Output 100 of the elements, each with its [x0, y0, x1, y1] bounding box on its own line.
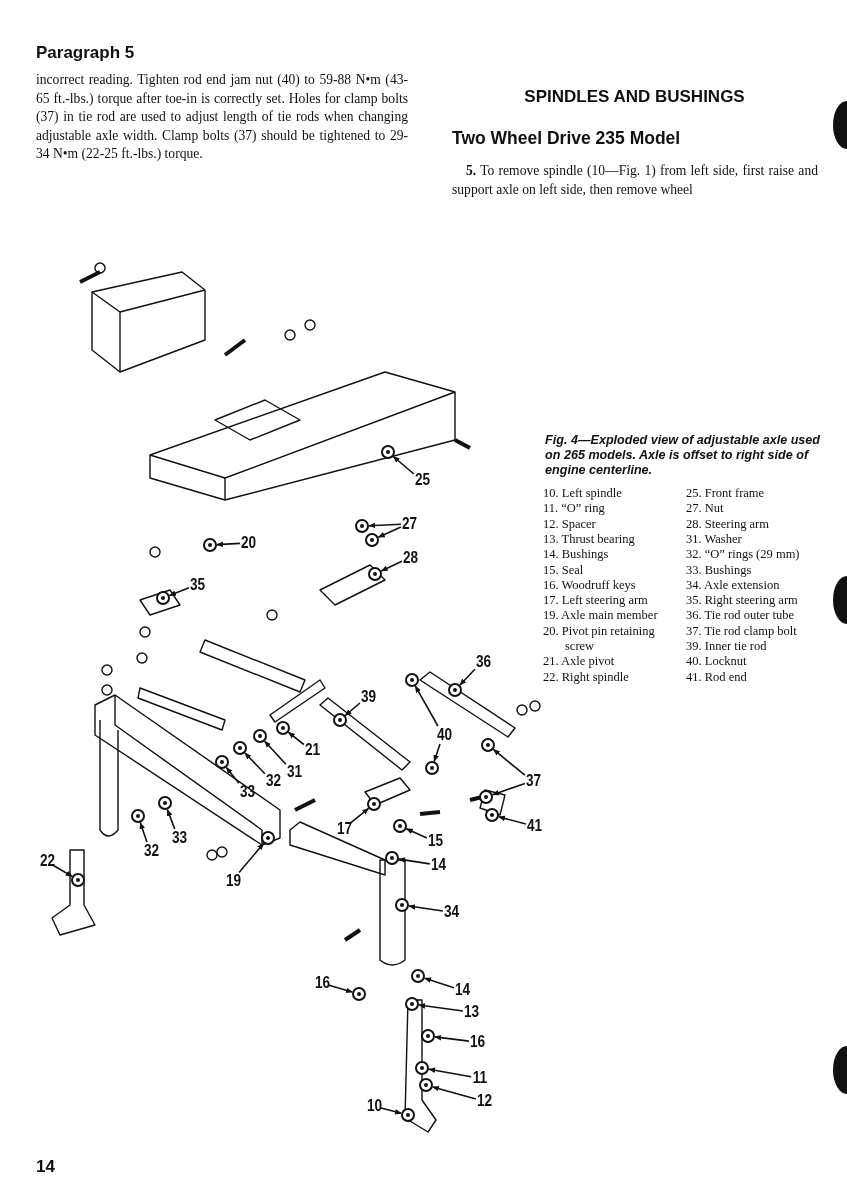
machine-part — [415, 1061, 429, 1075]
callout-number: 32 — [144, 842, 160, 860]
parts-list-item: 17. Left steering arm — [543, 593, 649, 609]
machine-part — [381, 445, 395, 459]
leader-line — [168, 587, 190, 597]
callout-number: 36 — [476, 653, 492, 671]
callout-number: 20 — [241, 534, 257, 552]
parts-list-item: 39. Inner tie rod — [686, 639, 768, 655]
callout-number: 39 — [361, 688, 377, 706]
machine-part — [203, 538, 217, 552]
parts-list-item: 22. Right spindle — [543, 669, 630, 685]
callout-number: 13 — [464, 1003, 480, 1021]
leader-line — [349, 807, 370, 825]
parts-list-item: 31. Washer — [686, 531, 743, 548]
parts-list-item: 11. “O” ring — [543, 501, 606, 517]
leader-line — [238, 842, 265, 874]
machine-part — [156, 591, 170, 605]
leader-line — [287, 731, 305, 746]
parts-list-item: 37. Tie rod clamp bolt — [686, 623, 798, 639]
leader-line — [216, 541, 241, 548]
callout-number: 28 — [403, 549, 419, 567]
callout-number: 16 — [315, 974, 331, 992]
parts-list-item: 14. Bushings — [543, 547, 610, 563]
parts-list-item: 28. Steering arm — [686, 516, 770, 532]
parts-list-item: 35. Right steering arm — [686, 593, 799, 609]
running-head: Paragraph 5 — [36, 43, 136, 64]
machine-part — [481, 738, 495, 752]
leader-line — [418, 1003, 464, 1012]
leader-line — [166, 808, 176, 830]
parts-list-item: 10. Left spindle — [543, 486, 623, 502]
parts-list-item: 33. Bushings — [686, 562, 753, 578]
machine-part — [405, 673, 419, 687]
callout-number: 33 — [240, 783, 256, 801]
callout-number: 31 — [287, 763, 303, 781]
parts-list-item: 25. Front frame — [686, 486, 766, 502]
leader-line — [428, 1067, 472, 1078]
parts-list-item: 13. Thrust bearing — [543, 531, 636, 548]
callout-number: 10 — [367, 1097, 383, 1115]
machine-part — [352, 987, 366, 1001]
machine-part — [419, 1078, 433, 1092]
callout-number: 11 — [472, 1069, 487, 1087]
leader-line — [414, 685, 439, 727]
callout-number: 34 — [444, 903, 460, 921]
parts-list-item: 32. “O” rings (29 mm) — [686, 547, 801, 563]
leader-line — [139, 821, 148, 843]
body-paragraph: 5. To remove spindle (10—Fig. 1) from left side, first raise and support axle on left side, then remove wheel — [452, 162, 818, 199]
machine-part — [233, 741, 247, 755]
page-number: 14 — [36, 1157, 56, 1178]
callout-number: 27 — [402, 515, 418, 533]
callout-number: 17 — [337, 820, 353, 838]
machine-part — [131, 809, 145, 823]
parts-list-item: 34. Axle extension — [686, 577, 781, 594]
machine-part — [276, 721, 290, 735]
leader-line — [244, 752, 266, 775]
callout-number: 12 — [477, 1092, 493, 1110]
callout-number: 41 — [527, 817, 543, 835]
leader-line — [392, 455, 415, 475]
machine-part — [158, 796, 172, 810]
callout-number: 40 — [437, 726, 453, 744]
callout-number: 19 — [226, 872, 242, 890]
machine-part — [485, 808, 499, 822]
parts-list-item: 41. Rod end — [686, 669, 748, 685]
machine-part — [365, 533, 379, 547]
machine-part — [71, 873, 85, 887]
machine-part — [368, 567, 382, 581]
machine-part — [333, 713, 347, 727]
callout-number: 14 — [455, 981, 471, 999]
leader-line — [423, 977, 455, 989]
machine-part — [405, 997, 419, 1011]
leader-line — [327, 984, 354, 993]
callout-number: 32 — [266, 772, 282, 790]
subsection-heading: Two Wheel Drive 235 Model — [452, 128, 682, 149]
leader-line — [433, 743, 441, 763]
leader-line — [408, 904, 444, 912]
callout-number: 15 — [428, 832, 444, 850]
section-heading: SPINDLES AND BUSHINGS — [523, 87, 746, 108]
parts-list-item: 16. Woodruff keys — [543, 577, 637, 594]
leader-line — [379, 1107, 402, 1115]
parts-list-item: 12. Spacer — [543, 516, 597, 532]
callout-number: 37 — [526, 772, 542, 790]
parts-list-item: 21. Axle pivot — [543, 654, 616, 670]
callout-number: 33 — [172, 829, 188, 847]
machine-part — [395, 898, 409, 912]
leader-line — [498, 815, 527, 825]
machine-part — [411, 969, 425, 983]
body-paragraph: incorrect reading. Tighten rod end jam nut (40) to 59-88 N•m (43-65 ft.-lbs.) torque after toe-in is correctly set. Holes for clamp bolts (37) in tie rod are used to adjust length of tie rods when changing adjustable axle width. Clamp bolts (37) should be tightened to 29-34 N•m (22-25 ft.-lbs.) torque. — [36, 71, 408, 164]
leader-line — [52, 864, 73, 878]
parts-list-item: 36. Tie rod outer tube — [686, 608, 795, 624]
parts-list-item: 40. Locknut — [686, 654, 748, 670]
leader-line — [459, 668, 476, 686]
leader-line — [398, 857, 431, 865]
callout-number: 16 — [470, 1033, 486, 1051]
leader-line — [368, 522, 402, 529]
callout-number: 35 — [190, 576, 206, 594]
leader-line — [431, 1085, 477, 1100]
callout-number: 22 — [40, 852, 56, 870]
machine-part — [401, 1108, 415, 1122]
machine-part — [425, 761, 439, 775]
machine-part — [355, 519, 369, 533]
machine-part — [253, 729, 267, 743]
